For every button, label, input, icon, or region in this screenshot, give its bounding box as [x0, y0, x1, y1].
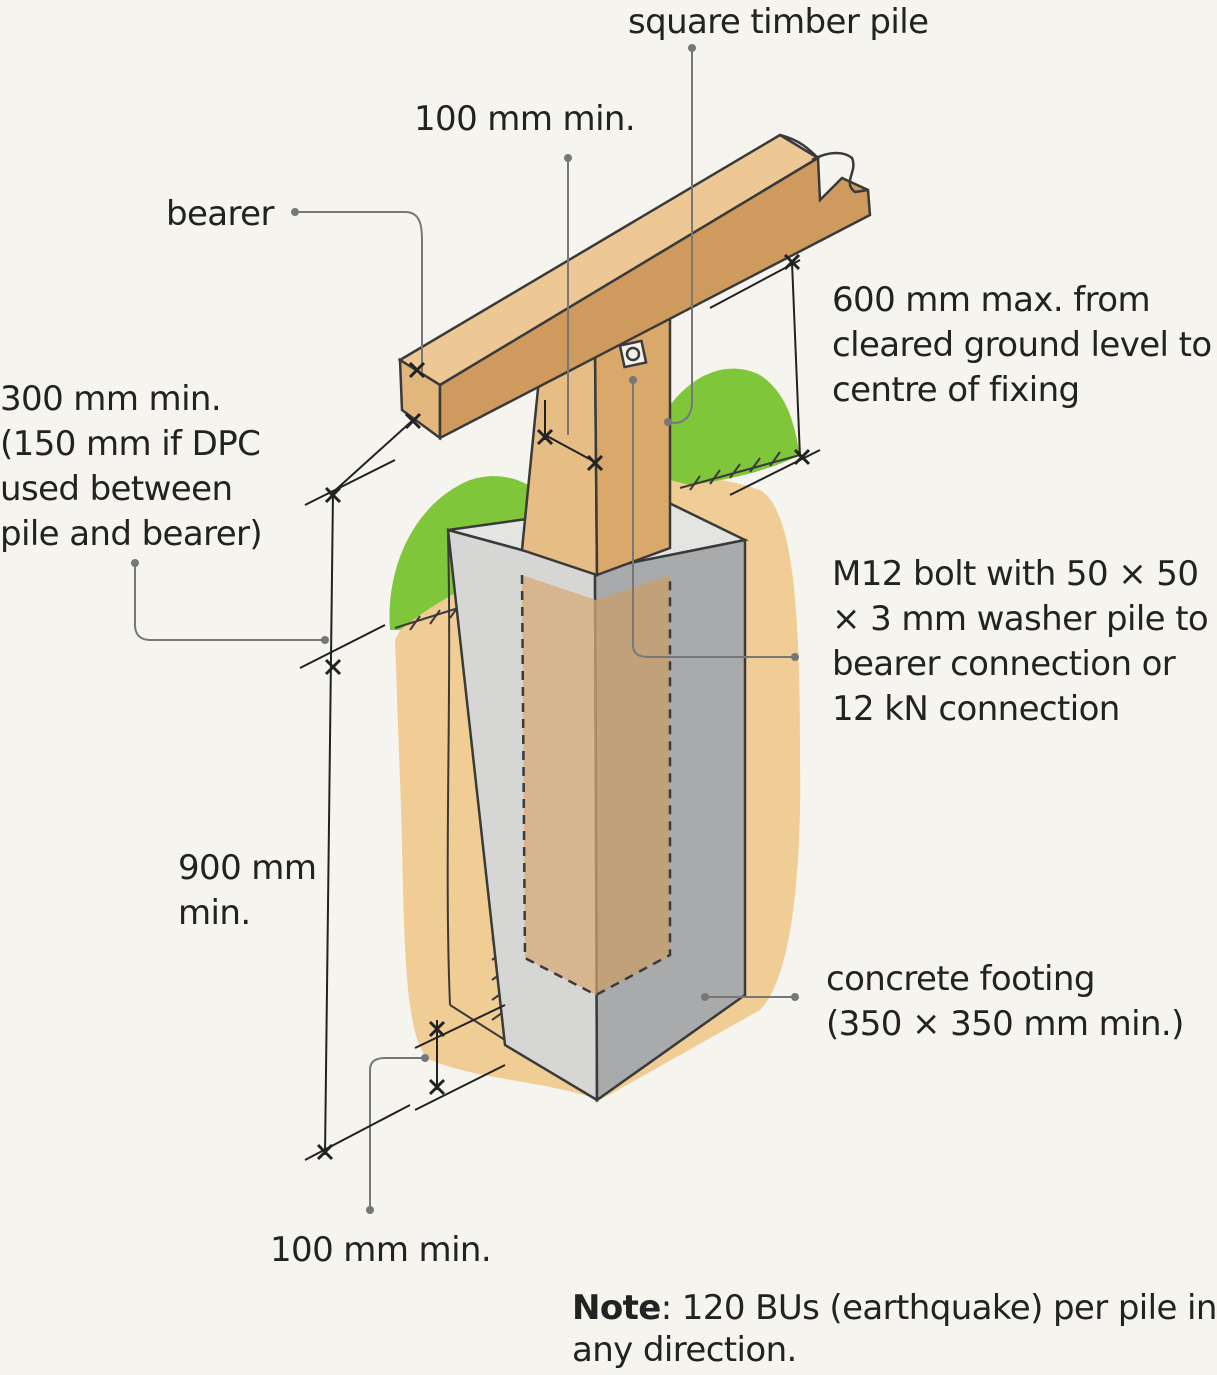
label-bearer: bearer: [166, 194, 274, 234]
dimension-ticks: [316, 253, 811, 1161]
label-600mm-max: 600 mm max. from cleared ground level to…: [832, 278, 1212, 413]
label-300mm-line-2: (150 mm if DPC: [0, 424, 261, 464]
note-body-line-2: any direction.: [572, 1330, 797, 1370]
note-body: : 120 BUs (earthquake) per pile in: [660, 1288, 1217, 1328]
label-100mm-min-top: 100 mm min.: [414, 99, 636, 139]
label-900mm-line-2: min.: [178, 893, 251, 933]
note-text: Note: 120 BUs (earthquake) per pile in a…: [572, 1287, 1217, 1371]
label-footing-line-1: concrete footing: [826, 959, 1095, 999]
label-900mm-line-1: 900 mm: [178, 848, 317, 888]
label-concrete-footing: concrete footing (350 × 350 mm min.): [826, 957, 1184, 1047]
label-300mm-line-1: 300 mm min.: [0, 379, 222, 419]
label-bolt-line-1: M12 bolt with 50 × 50: [832, 554, 1199, 594]
label-bolt-line-3: bearer connection or: [832, 644, 1176, 684]
label-footing-line-2: (350 × 350 mm min.): [826, 1004, 1184, 1044]
timber-bearer: [397, 133, 872, 441]
label-100mm-min-bottom: 100 mm min.: [270, 1230, 492, 1270]
embedded-pile: [520, 574, 672, 997]
label-600mm-line-3: centre of fixing: [832, 370, 1080, 410]
label-600mm-line-1: 600 mm max. from: [832, 280, 1151, 320]
label-300mm-line-4: pile and bearer): [0, 514, 263, 554]
label-900mm-min: 900 mm min.: [178, 846, 317, 936]
label-300mm-min: 300 mm min. (150 mm if DPC used between …: [0, 377, 263, 557]
label-600mm-line-2: cleared ground level to: [832, 325, 1212, 365]
label-300mm-line-3: used between: [0, 469, 233, 509]
label-bolt-line-2: × 3 mm washer pile to: [832, 599, 1209, 639]
note-label: Note: [572, 1288, 661, 1328]
leader-dots: [131, 44, 799, 1214]
label-m12-bolt: M12 bolt with 50 × 50 × 3 mm washer pile…: [832, 552, 1209, 732]
label-square-timber-pile: square timber pile: [628, 2, 929, 42]
label-bolt-line-4: 12 kN connection: [832, 689, 1120, 729]
